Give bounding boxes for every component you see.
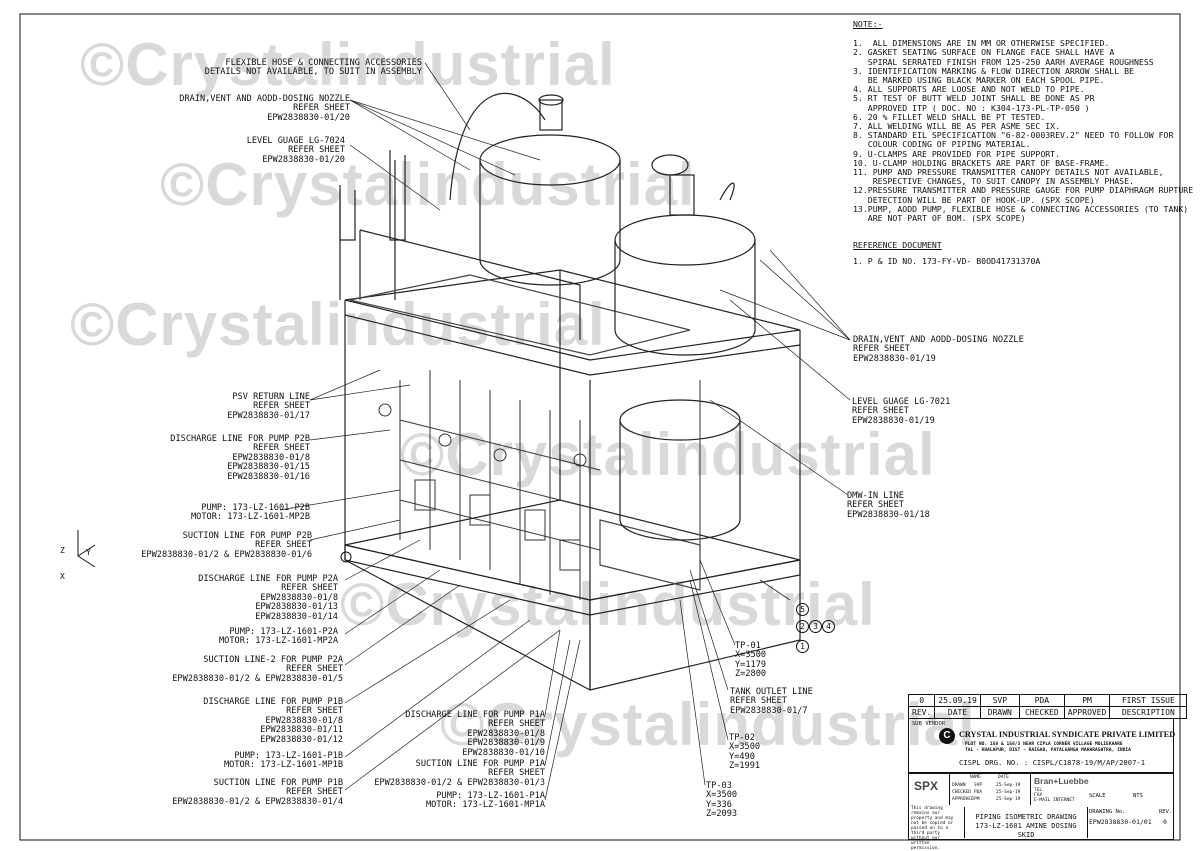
nozzle-tag: 1: [796, 640, 809, 653]
bran-luebbe-logo: Bran+Luebbe: [1034, 776, 1089, 786]
note-line: 2. GASKET SEATING SURFACE ON FLANGE FACE…: [853, 47, 1115, 58]
axis-z-label: Z: [60, 546, 65, 555]
axis-y-label: Y: [86, 548, 91, 557]
company-name: CRYSTAL INDUSTRIAL SYNDICATE PRIVATE LIM…: [959, 730, 1176, 739]
reference-heading: REFERENCE DOCUMENT: [853, 240, 942, 250]
note-line: SPIRAL SERRATED FINISH FROM 125-250 AARH…: [853, 56, 1154, 67]
disclaimer: This drawing remains our property and ma…: [911, 806, 954, 851]
vendor-block: SUB VENDOR C CRYSTAL INDUSTRIAL SYNDICAT…: [908, 718, 1176, 774]
nozzle-tag: 5: [796, 603, 809, 616]
reference-item: 1. P & ID NO. 173-FY-VD- B0OD41731370A: [853, 256, 1041, 266]
note-line: 9. U-CLAMPS ARE PROVIDED FOR PIPE SUPPOR…: [853, 148, 1061, 159]
nozzle-tag: 4: [822, 620, 835, 633]
reference-block: REFERENCE DOCUMENT 1. P & ID NO. 173-FY-…: [853, 240, 1040, 266]
note-line: 8. STANDARD EIL SPECIFICATION "6-82-0003…: [853, 130, 1174, 141]
watermark: ©Crystalindustrial: [70, 291, 606, 358]
nozzle-tag: 3: [809, 620, 822, 633]
note-line: 11. PUMP AND PRESSURE TRANSMITTER CANOPY…: [853, 167, 1164, 178]
note-line: 10. U-CLAMP HOLDING BRACKETS ARE PART OF…: [853, 157, 1110, 168]
note-line: ARE NOT PART OF BOM. (SPX SCOPE): [853, 213, 1026, 224]
note-line: 1. ALL DIMENSIONS ARE IN MM OR OTHERWISE…: [853, 38, 1110, 49]
title-block: SPX NAME DATE DRAWN SVP 25-Sep-19 CHECKE…: [908, 772, 1174, 851]
note-line: APPROVED ITP ( DOC. NO : K304-173-PL-TP-…: [853, 102, 1090, 113]
contact-info: TEL FAX E-MAIL INTERNET: [1034, 788, 1075, 803]
note-line: RESPECTIVE CHANGES, TO SUIT CANOPY IN AS…: [853, 176, 1134, 187]
note-line: 4. ALL SUPPORTS ARE LOOSE AND NOT WELD T…: [853, 84, 1085, 95]
note-line: 6. 20 % FILLET WELD SHALL BE PT TESTED.: [853, 111, 1046, 122]
revision-table: 0 25.09.19 SVP PDA PM FIRST ISSUE REV. D…: [907, 694, 1188, 719]
watermark: ©Crystalindustrial: [160, 151, 696, 218]
cispl-drawing-no: CISPL DRG. NO. : CISPL/C1878-19/M/AP/200…: [959, 758, 1146, 767]
approval-grid: NAME DATE DRAWN SVP 25-Sep-19 CHECKED PD…: [949, 773, 1031, 805]
notes-block: NOTE:- 1. ALL DIMENSIONS ARE IN MM OR OT…: [853, 19, 1194, 224]
note-line: 5. RT TEST OF BUTT WELD JOINT SHALL BE D…: [853, 93, 1095, 104]
note-line: 7. ALL WELDING WILL BE AS PER ASME SEC I…: [853, 121, 1061, 132]
notes-heading: NOTE:-: [853, 19, 883, 29]
drawing-number-block: SCALE NTS DRAWING No. REV. EPW2838830-01…: [1089, 793, 1173, 826]
spx-logo: SPX: [914, 779, 939, 793]
note-line: COLOUR CODING OF PIPING MATERIAL.: [853, 139, 1031, 150]
revision-row: 0 25.09.19 SVP PDA PM FIRST ISSUE: [907, 694, 1188, 707]
note-line: DETECTION WILL BE PART OF HOOK-UP. (SPX …: [853, 194, 1095, 205]
drawing-number: EPW2838830-01/01: [1089, 818, 1152, 826]
note-line: BE MARKED USING BLACK MARKER ON EACH SPO…: [853, 75, 1105, 86]
crystal-logo: C: [939, 728, 955, 744]
axis-x-label: X: [60, 572, 65, 581]
watermark: ©Crystalindustrial: [400, 421, 936, 488]
note-line: 3. IDENTIFICATION MARKING & FLOW DIRECTI…: [853, 65, 1134, 76]
revision-header: REV. DATE DRAWN CHECKED APPROVED DESCRIP…: [907, 706, 1188, 719]
watermark: ©Crystalindustrial: [440, 691, 976, 758]
nozzle-tag: 2: [796, 620, 809, 633]
drawing-title: PIPING ISOMETRIC DRAWING 173-LZ-1601 AMI…: [964, 807, 1088, 839]
watermark: ©Crystalindustrial: [80, 31, 616, 98]
note-line: 13.PUMP, AODD PUMP, FLEXIBLE HOSE & CONN…: [853, 203, 1189, 214]
revision-number: 0: [1163, 818, 1167, 826]
note-line: 12.PRESSURE TRANSMITTER AND PRESSURE GAU…: [853, 185, 1194, 196]
